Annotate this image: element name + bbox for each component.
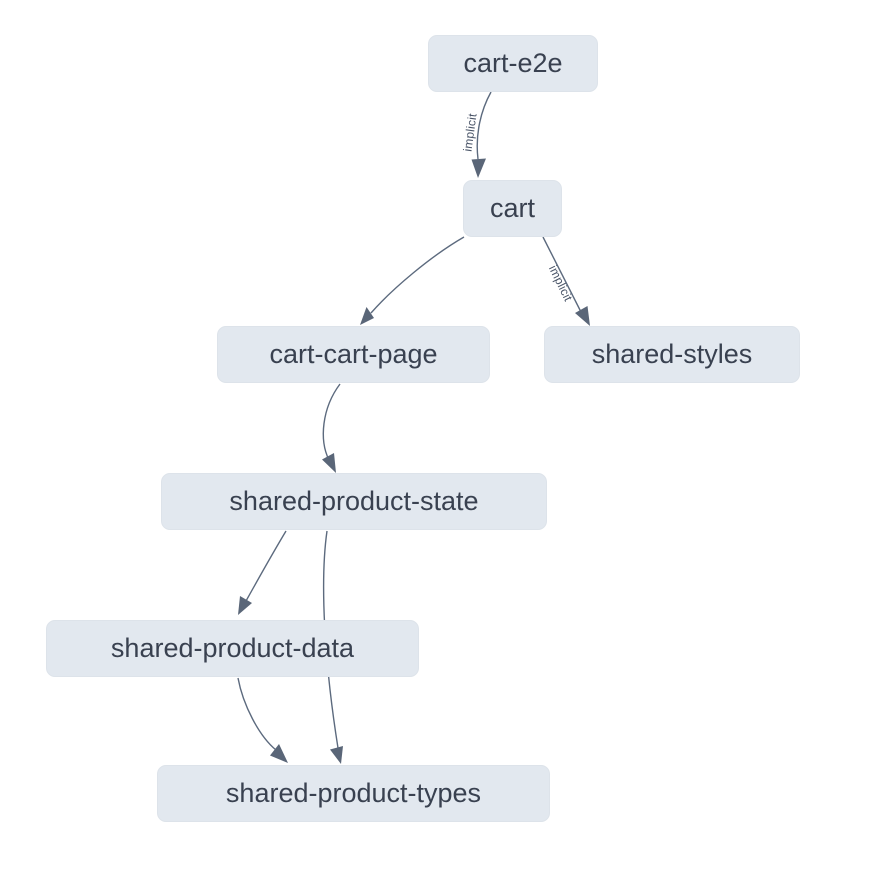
node-label: cart-cart-page	[269, 339, 438, 369]
edge-shared-product-state-to-shared-product-data	[238, 530, 287, 615]
node-cart-cart-page[interactable]: cart-cart-page	[217, 326, 490, 383]
edge-arrowhead	[330, 746, 343, 764]
edge-path	[237, 677, 277, 751]
edge-arrowhead	[471, 158, 486, 178]
edge-arrowhead	[270, 744, 288, 763]
edge-cart-cart-page-to-shared-product-state	[322, 383, 341, 473]
edge-cart-to-shared-styles: implicit	[542, 236, 590, 326]
edge-label-implicit-cart: implicit	[460, 112, 479, 152]
edge-shared-product-data-to-shared-product-types	[237, 677, 288, 763]
node-shared-product-state[interactable]: shared-product-state	[161, 473, 547, 530]
node-label: cart	[489, 193, 535, 223]
node-label: cart-e2e	[463, 48, 563, 78]
edge-cart-e2e-to-cart: implicit	[460, 91, 492, 178]
node-label: shared-product-types	[225, 778, 482, 808]
node-cart[interactable]: cart	[463, 180, 562, 237]
edge-arrowhead	[238, 596, 252, 615]
edge-cart-to-cart-cart-page	[360, 236, 465, 325]
edge-arrowhead	[575, 306, 590, 326]
edge-path	[476, 91, 492, 160]
edge-path	[542, 236, 582, 313]
edge-arrowhead	[322, 453, 336, 473]
node-shared-styles[interactable]: shared-styles	[544, 326, 800, 383]
node-label: shared-product-data	[110, 633, 355, 663]
edge-path	[245, 530, 287, 602]
node-label: shared-product-state	[229, 486, 479, 516]
edge-arrowhead	[360, 307, 374, 325]
edge-path	[322, 383, 341, 461]
edge-label-implicit-styles: implicit	[546, 263, 576, 304]
node-label: shared-styles	[591, 339, 753, 369]
node-cart-e2e[interactable]: cart-e2e	[428, 35, 598, 92]
edge-path	[370, 236, 465, 314]
node-shared-product-types[interactable]: shared-product-types	[157, 765, 550, 822]
node-shared-product-data[interactable]: shared-product-data	[46, 620, 419, 677]
